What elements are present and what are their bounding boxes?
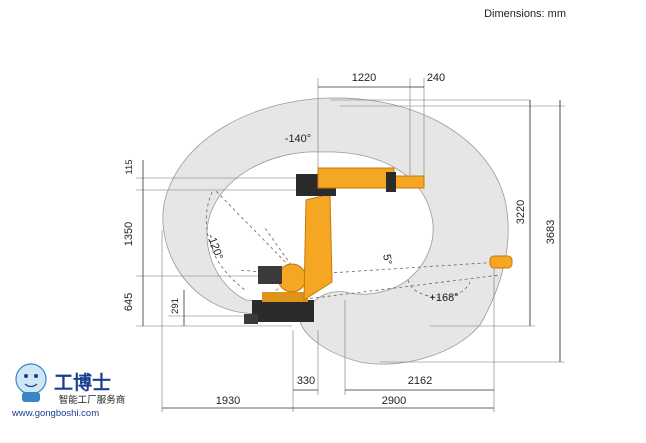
label-645: 645	[123, 293, 135, 311]
robot-tool-extended	[489, 255, 513, 269]
angle-label-axis1-negative: -140°	[285, 133, 311, 145]
watermark-brand: 工博士	[54, 371, 111, 394]
watermark-logo: 工博士 智能工厂服务商 www.gongboshi.com	[11, 363, 126, 419]
robot	[244, 167, 513, 324]
label-291: 291	[170, 298, 181, 314]
reach-line-1	[297, 261, 501, 276]
watermark-sub: 智能工厂服务商	[59, 394, 126, 406]
robot-wrist-motor	[386, 172, 396, 192]
mascot-icon	[15, 363, 47, 402]
angle-label-axis1-positive: +168°	[429, 292, 458, 304]
robot-base	[252, 300, 314, 322]
label-2162: 2162	[408, 375, 432, 387]
label-240: 240	[427, 72, 445, 84]
label-1350: 1350	[123, 222, 135, 246]
watermark-url: www.gongboshi.com	[11, 408, 99, 419]
robot-wrist	[393, 175, 425, 189]
robot-lower-arm	[303, 193, 333, 301]
label-3683: 3683	[545, 220, 557, 244]
axis1-arc	[407, 279, 471, 298]
reach-line-5	[297, 274, 501, 301]
axis2-arc	[205, 191, 246, 291]
robot-base-connector	[244, 314, 258, 324]
label-2900: 2900	[382, 395, 406, 407]
robot-turntable	[262, 292, 308, 302]
angle-label-axis3: 5°	[380, 253, 394, 265]
label-115: 115	[124, 159, 135, 174]
label-330: 330	[297, 375, 315, 387]
robot-motor	[258, 266, 282, 284]
label-1220: 1220	[352, 72, 376, 84]
units-label: Dimensions: mm	[484, 8, 566, 20]
label-3220: 3220	[515, 200, 527, 224]
robot-shoulder	[277, 263, 307, 293]
label-1930: 1930	[216, 395, 240, 407]
reach-line-2	[214, 189, 299, 276]
robot-upper-arm	[317, 167, 395, 189]
